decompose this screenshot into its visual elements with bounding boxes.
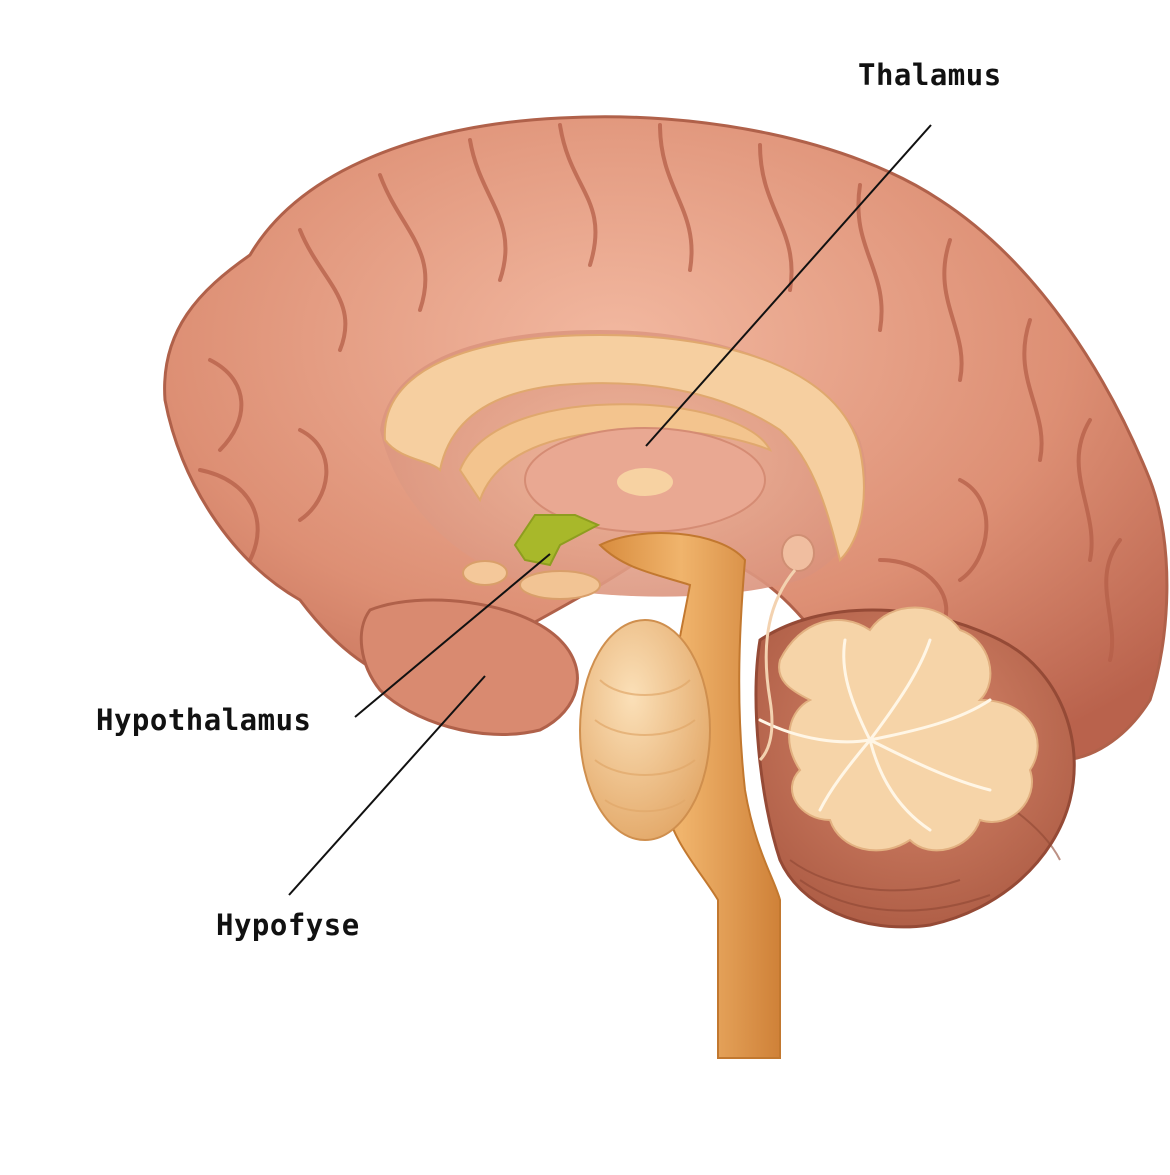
hypofyse-label: Hypofyse — [216, 908, 360, 942]
pineal-gland — [781, 534, 815, 572]
nerve-line — [758, 569, 797, 762]
hypothalamus-label: Hypothalamus — [96, 703, 312, 737]
pons-striations — [594, 679, 696, 813]
hypothalamus-leader-line — [354, 553, 551, 718]
thalamus-leader-line — [645, 124, 932, 447]
thalamus-center — [617, 468, 673, 496]
hypothalamus-region — [513, 514, 601, 567]
optic-chiasm — [462, 560, 508, 586]
pons — [579, 619, 711, 841]
corpus-callosum — [383, 333, 865, 562]
mammillary-body — [519, 570, 601, 600]
thalamus-label: Thalamus — [858, 58, 1002, 92]
hypofyse-leader-line — [288, 675, 486, 896]
gyri — [198, 123, 1122, 662]
fornix — [458, 403, 773, 503]
